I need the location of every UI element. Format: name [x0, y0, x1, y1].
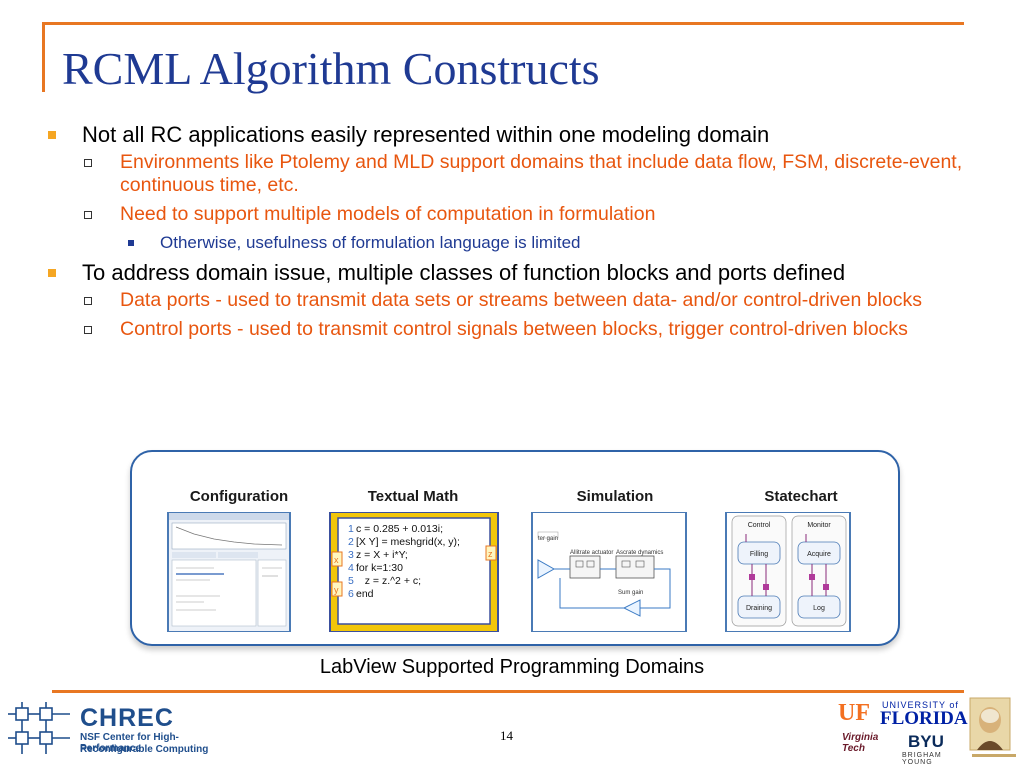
- state-label: Log: [813, 605, 825, 612]
- statechart-panel: Statechart Control Monitor Filling Acqui…: [716, 452, 886, 644]
- simulation-heading: Simulation: [576, 488, 654, 505]
- statechart-diagram: Control Monitor Filling Acquire Draining…: [725, 512, 851, 632]
- port-x-label: x: [334, 555, 339, 565]
- square-bullet-icon: [48, 131, 56, 139]
- state-label: Draining: [746, 605, 772, 612]
- line-number: 1: [348, 523, 354, 535]
- bullet-text: Need to support multiple models of compu…: [120, 203, 656, 225]
- port-y-label: y: [334, 585, 339, 595]
- figure-caption: LabView Supported Programming Domains: [319, 656, 705, 678]
- math-script-node: x y z 1 c = 0.285 + 0.013i; 2 [X Y] = me…: [329, 512, 499, 632]
- hollow-square-bullet-icon: [84, 297, 92, 305]
- bullet-text: To address domain issue, multiple classe…: [82, 260, 846, 285]
- sim-label: Ascrate dynamics: [616, 550, 663, 556]
- bullet-level2: Environments like Ptolemy and MLD suppor…: [48, 151, 988, 197]
- bullet-level2: Need to support multiple models of compu…: [48, 203, 988, 226]
- hollow-square-bullet-icon: [84, 159, 92, 167]
- labview-domains-figure: Configuration Textua: [130, 450, 900, 646]
- bullet-text: Not all RC applications easily represent…: [82, 122, 770, 147]
- hollow-square-bullet-icon: [84, 211, 92, 219]
- footer-divider: [52, 690, 964, 693]
- chrec-name: CHREC: [80, 704, 174, 732]
- code-line: end: [356, 588, 374, 600]
- bullet-level1: To address domain issue, multiple classe…: [48, 260, 988, 285]
- code-line: [X Y] = meshgrid(x, y);: [356, 536, 460, 548]
- configuration-panel: Configuration: [154, 452, 324, 644]
- uf-logo: UF: [838, 700, 870, 726]
- top-accent-line: [42, 22, 964, 25]
- simulation-panel: Simulation ter gain Allitrate actuator A…: [530, 452, 700, 644]
- slide-title: RCML Algorithm Constructs: [62, 43, 600, 94]
- gwu-portrait-logo: [969, 697, 1016, 757]
- port-z-label: z: [488, 549, 493, 559]
- square-bullet-icon: [48, 269, 56, 277]
- textual-math-heading: Textual Math: [367, 488, 459, 505]
- chrec-logo: CHREC NSF Center for High-Performance Re…: [8, 700, 238, 760]
- statechart-heading: Statechart: [764, 488, 838, 505]
- bullet-level2: Control ports - used to transmit control…: [48, 318, 988, 341]
- line-number: 2: [348, 536, 354, 548]
- sim-label: Sum gain: [618, 590, 643, 596]
- region-label: Monitor: [807, 522, 831, 529]
- line-number: 6: [348, 588, 354, 600]
- state-label: Filling: [750, 551, 768, 558]
- bullet-text: Environments like Ptolemy and MLD suppor…: [120, 151, 963, 196]
- page-number: 14: [500, 728, 513, 743]
- left-accent-line: [42, 22, 45, 92]
- state-label: Acquire: [807, 551, 831, 558]
- code-line: for k=1:30: [356, 562, 403, 574]
- bullet-list: Not all RC applications easily represent…: [48, 122, 988, 347]
- bullet-text: Data ports - used to transmit data sets …: [120, 289, 923, 311]
- square-bullet-icon: [128, 240, 134, 246]
- vt-line: Virginia: [842, 732, 879, 743]
- vt-line: Tech: [842, 743, 865, 754]
- configuration-screenshot: [167, 512, 291, 632]
- bullet-text: Otherwise, usefulness of formulation lan…: [160, 233, 581, 252]
- line-number: 5: [348, 575, 354, 587]
- chrec-tagline: NSF Center for High-Performance: [80, 732, 179, 754]
- code-line: c = 0.285 + 0.013i;: [356, 523, 443, 535]
- line-number: 3: [348, 549, 354, 561]
- bullet-level1: Not all RC applications easily represent…: [48, 122, 988, 147]
- textual-math-panel: Textual Math x y z 1 c = 0.285 + 0.013i;…: [328, 452, 499, 644]
- region-label: Control: [748, 522, 771, 529]
- bullet-level2: Data ports - used to transmit data sets …: [48, 289, 988, 312]
- simulation-diagram: ter gain Allitrate actuator Ascrate dyna…: [531, 512, 687, 632]
- code-line: z = X + i*Y;: [356, 549, 408, 561]
- hollow-square-bullet-icon: [84, 326, 92, 334]
- bullet-text: Control ports - used to transmit control…: [120, 318, 908, 340]
- sim-label: Allitrate actuator: [570, 550, 613, 556]
- chrec-circuit-icon: [8, 702, 70, 754]
- code-line: z = z.^2 + c;: [356, 575, 421, 587]
- byu-logo: BYU: [908, 732, 944, 751]
- configuration-heading: Configuration: [189, 488, 289, 505]
- sim-label: ter gain: [538, 536, 558, 542]
- line-number: 4: [348, 562, 354, 574]
- uf-florida: FLORIDA: [880, 708, 968, 729]
- chrec-tagline: Reconfigurable Computing: [80, 744, 209, 755]
- uf-university-of: UNIVERSITY of: [882, 700, 959, 710]
- bullet-level3: Otherwise, usefulness of formulation lan…: [48, 232, 988, 254]
- byu-subtitle: BRIGHAM YOUNG: [902, 752, 942, 766]
